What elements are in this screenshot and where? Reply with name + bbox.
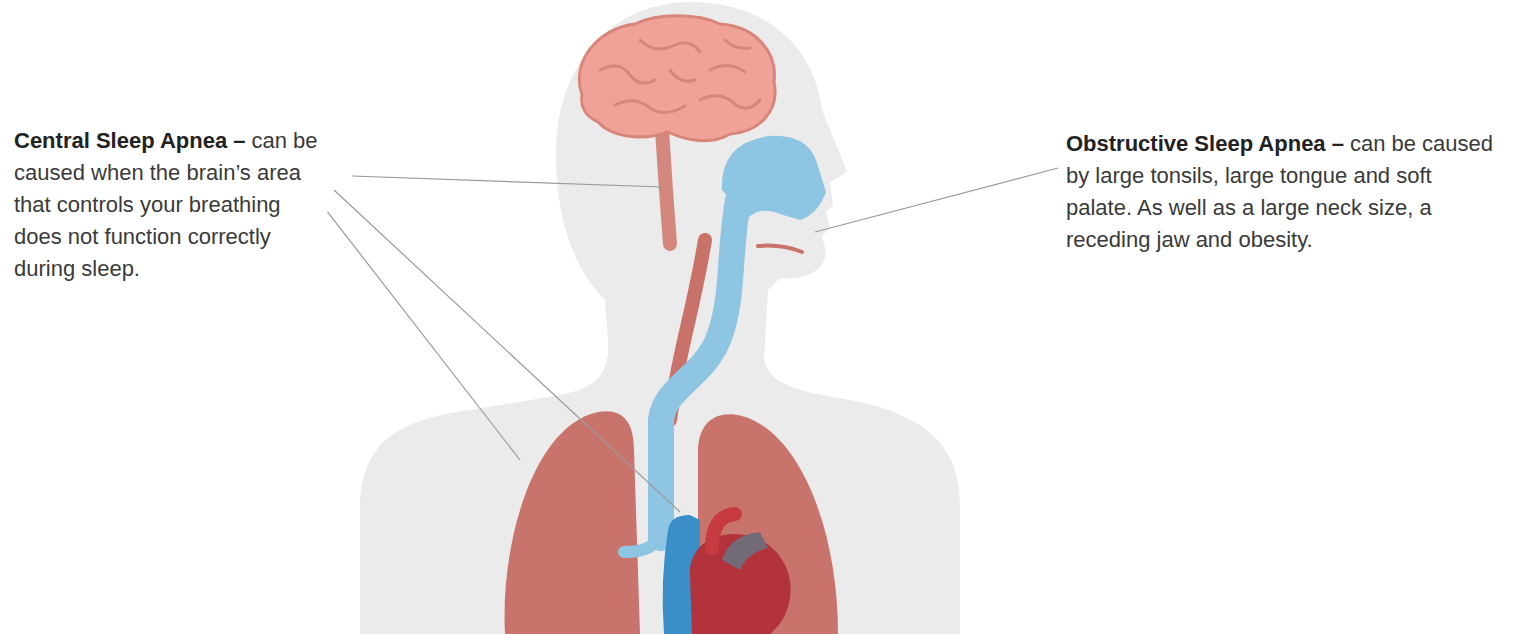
aorta [712, 514, 735, 548]
callout: Obstructive Sleep Apnea –can be caused b… [1066, 128, 1502, 256]
trachea [661, 200, 738, 538]
left-bronchus [624, 536, 658, 552]
callout: Central Sleep Apnea –can be caused when … [14, 125, 334, 285]
leader-line [327, 212, 520, 460]
body-silhouette [360, 2, 960, 634]
left-lung [505, 411, 640, 634]
leader-line [334, 190, 680, 512]
brain-stem [662, 130, 670, 244]
brain [579, 16, 775, 141]
callout-heading: Central Sleep Apnea – [14, 128, 245, 153]
leader-line [815, 168, 1058, 232]
brain-folds [600, 40, 760, 113]
pulmonary-artery [722, 532, 768, 570]
tongue-line [758, 246, 802, 252]
leader-line [352, 176, 662, 187]
callout-heading: Obstructive Sleep Apnea – [1066, 131, 1344, 156]
